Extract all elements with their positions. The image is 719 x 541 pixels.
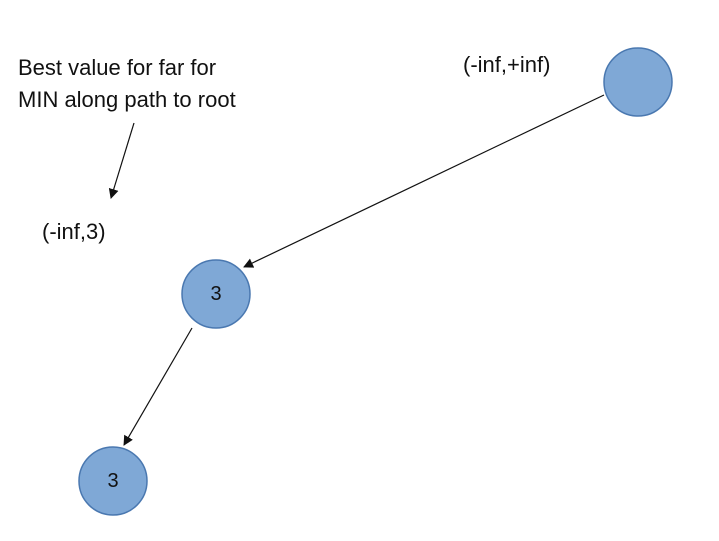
annotation-line-2: MIN along path to root <box>18 87 236 112</box>
bottom-node-label: 3 <box>107 470 118 492</box>
annotation-line-1: Best value for far for <box>18 55 216 80</box>
edge-middle-to-bottom <box>123 327 193 446</box>
annotation-arrow <box>108 122 135 199</box>
middle-interval-label: (-inf,3) <box>42 219 106 244</box>
middle-node-label: 3 <box>210 283 221 305</box>
bottom-node: 3 <box>78 446 148 516</box>
edge-root-to-middle <box>243 94 605 268</box>
middle-node: 3 <box>181 259 251 329</box>
root-interval-label: (-inf,+inf) <box>463 52 550 77</box>
root-node <box>603 47 673 117</box>
